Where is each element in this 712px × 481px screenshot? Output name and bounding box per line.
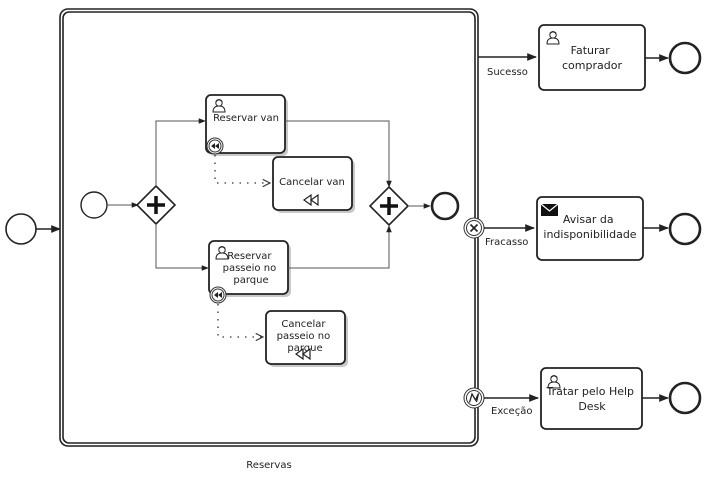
flow-label-excecao: Exceção bbox=[491, 406, 532, 417]
error-icon bbox=[468, 392, 480, 403]
plus-icon bbox=[380, 197, 398, 215]
flow-label-fracasso: Fracasso bbox=[485, 237, 528, 248]
error-boundary-event[interactable] bbox=[463, 217, 485, 239]
task-label-line2: passeio no bbox=[277, 331, 331, 342]
end-event-tratar[interactable] bbox=[668, 381, 702, 415]
cancel-icon bbox=[469, 223, 479, 233]
compensation-icon bbox=[211, 143, 219, 149]
svg-text:Cancelar van: Cancelar van bbox=[279, 177, 345, 188]
compensation-icon bbox=[294, 347, 311, 361]
task-label-line2: indisponibilidade bbox=[543, 228, 636, 241]
flow-split-to-reservar-passeio bbox=[155, 224, 209, 271]
inner-end-event[interactable] bbox=[430, 191, 460, 221]
task-reservar-van[interactable]: Reservar van bbox=[205, 94, 288, 156]
task-label-line3: parque bbox=[233, 275, 268, 286]
compensation-event-van[interactable] bbox=[206, 137, 224, 155]
compensation-icon bbox=[302, 193, 319, 207]
flow-reservar-van-to-join bbox=[285, 120, 392, 188]
task-label-line2: passeio no bbox=[223, 263, 277, 274]
svg-text:Avisar da indisponibilid: Avisar da indisponibilidade bbox=[543, 213, 636, 241]
task-tratar-help-desk[interactable]: Tratar pelo Help Desk bbox=[540, 367, 643, 430]
end-event-avisar[interactable] bbox=[668, 212, 702, 246]
compensation-event-passeio[interactable] bbox=[209, 286, 227, 304]
task-label-line1: Cancelar bbox=[281, 319, 326, 330]
envelope-icon bbox=[540, 203, 559, 216]
task-label-line1: Avisar da bbox=[563, 213, 614, 226]
svg-text:Reservar van: Reservar van bbox=[213, 113, 279, 124]
task-avisar-indisponibilidade[interactable]: Avisar da indisponibilidade bbox=[536, 196, 644, 261]
svg-text:Faturar comprador: Faturar comprador bbox=[562, 44, 622, 72]
task-faturar-comprador[interactable]: Faturar comprador bbox=[538, 24, 646, 91]
task-label-line1: Faturar bbox=[571, 44, 611, 57]
subprocess-label: Reservas bbox=[246, 460, 291, 471]
task-reservar-passeio[interactable]: Reservar passeio no parque bbox=[208, 240, 291, 297]
task-cancelar-passeio[interactable]: Cancelar passeio no parque bbox=[265, 310, 348, 367]
task-label-line3: parque bbox=[287, 343, 322, 354]
task-label-line2: Desk bbox=[578, 400, 606, 413]
task-cancelar-van[interactable]: Cancelar van bbox=[272, 156, 355, 213]
flow-split-to-reservar-van bbox=[155, 118, 206, 186]
compensation-icon bbox=[214, 292, 222, 298]
svg-text:Reservar passeio no: Reservar passeio no parque bbox=[223, 251, 280, 286]
exception-boundary-event[interactable] bbox=[463, 387, 485, 409]
svg-text:Tratar pelo Help Desk: Tratar pelo Help Desk bbox=[545, 385, 637, 413]
task-label-line1: Tratar pelo Help bbox=[545, 385, 634, 398]
end-event-faturar[interactable] bbox=[668, 41, 702, 75]
task-label: Reservar van bbox=[213, 113, 279, 124]
flow-reservar-passeio-to-join bbox=[288, 225, 392, 269]
parallel-gateway-join[interactable] bbox=[368, 185, 410, 227]
parallel-gateway-split[interactable] bbox=[135, 184, 177, 226]
svg-text:Cancelar passeio no: Cancelar passeio no parque bbox=[277, 319, 334, 354]
task-label: Cancelar van bbox=[279, 177, 345, 188]
start-event[interactable] bbox=[5, 213, 37, 245]
plus-icon bbox=[147, 196, 165, 214]
task-label-line1: Reservar bbox=[227, 251, 272, 262]
task-label-line2: comprador bbox=[562, 59, 622, 72]
flow-label-sucesso: Sucesso bbox=[487, 67, 528, 78]
subprocess-reservas[interactable] bbox=[59, 8, 479, 447]
inner-start-event[interactable] bbox=[80, 191, 108, 219]
